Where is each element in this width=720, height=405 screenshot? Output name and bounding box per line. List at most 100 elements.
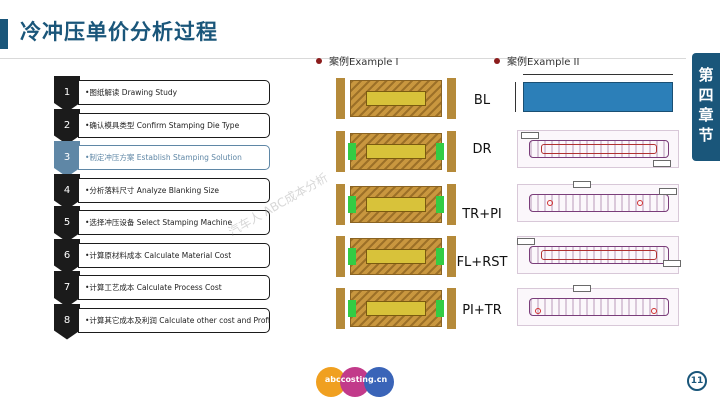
step-number: 7	[54, 271, 80, 307]
step-label: •分析落料尺寸 Analyze Blanking Size	[78, 177, 270, 203]
step-label: •选择冲压设备 Select Stamping Machine	[78, 210, 270, 235]
chapter-char: 章	[698, 106, 714, 124]
part-outline	[541, 250, 657, 260]
step-label: •确认模具类型 Confirm Stamping Die Type	[78, 112, 270, 138]
bullet-dot-icon	[316, 58, 322, 64]
strip-highlight	[436, 300, 444, 317]
strip-core	[366, 249, 426, 264]
step-number: 5	[54, 206, 80, 242]
title-accent-bar	[0, 19, 8, 49]
strip-edge	[447, 131, 456, 172]
step-number: 4	[54, 173, 80, 210]
chapter-char: 节	[698, 126, 714, 144]
logo-text: abccosting.cn	[324, 375, 388, 384]
step-label: •图纸解读 Drawing Study	[78, 80, 270, 105]
strip-layout-3	[336, 184, 456, 225]
strip-layout-4	[336, 236, 456, 277]
page-number: 11	[687, 371, 707, 391]
process-label-dr: DR	[472, 142, 492, 157]
chapter-char: 四	[698, 86, 714, 104]
step-number: 2	[54, 108, 80, 145]
part-outline	[541, 144, 657, 154]
strip-core	[366, 91, 426, 106]
strip-edge	[336, 131, 345, 172]
step-number: 3	[54, 141, 80, 177]
pierce-mark	[547, 200, 553, 206]
callout-box	[653, 160, 671, 167]
step-label: •计算工艺成本 Calculate Process Cost	[78, 275, 270, 300]
pierce-mark	[535, 308, 541, 314]
drawing-bl	[513, 72, 683, 118]
drawing-fl-rst	[513, 232, 683, 278]
drawing-frame	[517, 184, 679, 222]
drawing-pi-tr	[513, 284, 683, 330]
strip-highlight	[436, 248, 444, 265]
process-label-tr-pi: TR+PI	[462, 207, 502, 222]
strip-edge	[447, 236, 456, 277]
process-label-fl-rst: FL+RST	[456, 255, 508, 270]
step-label: •计算原材料成本 Calculate Material Cost	[78, 242, 270, 268]
strip-highlight	[348, 143, 356, 160]
strip-edge	[336, 78, 345, 119]
strip-edge	[336, 184, 345, 225]
title-bar: 冷冲压单价分析过程	[0, 0, 720, 64]
callout-box	[517, 238, 535, 245]
step-6: 6 •计算原材料成本 Calculate Material Cost	[54, 238, 270, 275]
abccosting-logo: abccosting.cn	[312, 364, 402, 400]
logo-circle	[364, 367, 394, 397]
blank-plate	[523, 82, 673, 112]
chapter-tab[interactable]: 第 四 章 节	[692, 53, 720, 161]
strip-edge	[336, 236, 345, 277]
bullet-dot-icon	[494, 58, 500, 64]
callout-box	[573, 285, 591, 292]
drawing-tr-pi	[513, 180, 683, 226]
strip-layout-5	[336, 288, 456, 329]
step-3: 3 •制定冲压方案 Establish Stamping Solution	[54, 141, 270, 177]
step-4: 4 •分析落料尺寸 Analyze Blanking Size	[54, 173, 270, 210]
strip-layout-2	[336, 131, 456, 172]
case2-label: 案例Example II	[494, 53, 579, 68]
strip-highlight	[348, 300, 356, 317]
drawing-dr	[513, 126, 683, 172]
pierce-mark	[637, 200, 643, 206]
step-label: •计算其它成本及利润 Calculate other cost and Prof…	[78, 307, 270, 333]
drawn-part	[529, 298, 669, 316]
process-label-pi-tr: PI+TR	[462, 303, 502, 318]
strip-edge	[447, 184, 456, 225]
strip-edge	[336, 288, 345, 329]
step-5: 5 •选择冲压设备 Select Stamping Machine	[54, 206, 270, 242]
strip-core	[366, 197, 426, 212]
strip-highlight	[436, 196, 444, 213]
strip-edge	[447, 78, 456, 119]
drawing-frame	[517, 130, 679, 168]
strip-highlight	[348, 196, 356, 213]
slide-title: 冷冲压单价分析过程	[20, 20, 218, 44]
strip-core	[366, 301, 426, 316]
step-8: 8 •计算其它成本及利润 Calculate other cost and Pr…	[54, 303, 270, 340]
case2-text: 案例Example II	[507, 57, 580, 68]
strip-highlight	[348, 248, 356, 265]
step-1: 1 •图纸解读 Drawing Study	[54, 76, 270, 112]
callout-box	[663, 260, 681, 267]
dimension-line	[523, 74, 673, 75]
drawn-part	[529, 194, 669, 212]
callout-box	[573, 181, 591, 188]
title-divider	[0, 58, 686, 59]
case1-text: 案例Example I	[329, 57, 399, 68]
process-label-bl: BL	[473, 93, 491, 108]
case1-label: 案例Example I	[316, 53, 399, 68]
step-number: 1	[54, 76, 80, 112]
step-label: •制定冲压方案 Establish Stamping Solution	[78, 145, 270, 170]
step-number: 6	[54, 238, 80, 275]
callout-box	[659, 188, 677, 195]
pierce-mark	[651, 308, 657, 314]
strip-core	[366, 144, 426, 159]
step-7: 7 •计算工艺成本 Calculate Process Cost	[54, 271, 270, 307]
callout-box	[521, 132, 539, 139]
chapter-label: 第 四 章 节	[692, 65, 720, 145]
drawing-frame	[517, 288, 679, 326]
dimension-line	[515, 82, 516, 112]
chapter-char: 第	[698, 66, 714, 84]
strip-highlight	[436, 143, 444, 160]
strip-edge	[447, 288, 456, 329]
